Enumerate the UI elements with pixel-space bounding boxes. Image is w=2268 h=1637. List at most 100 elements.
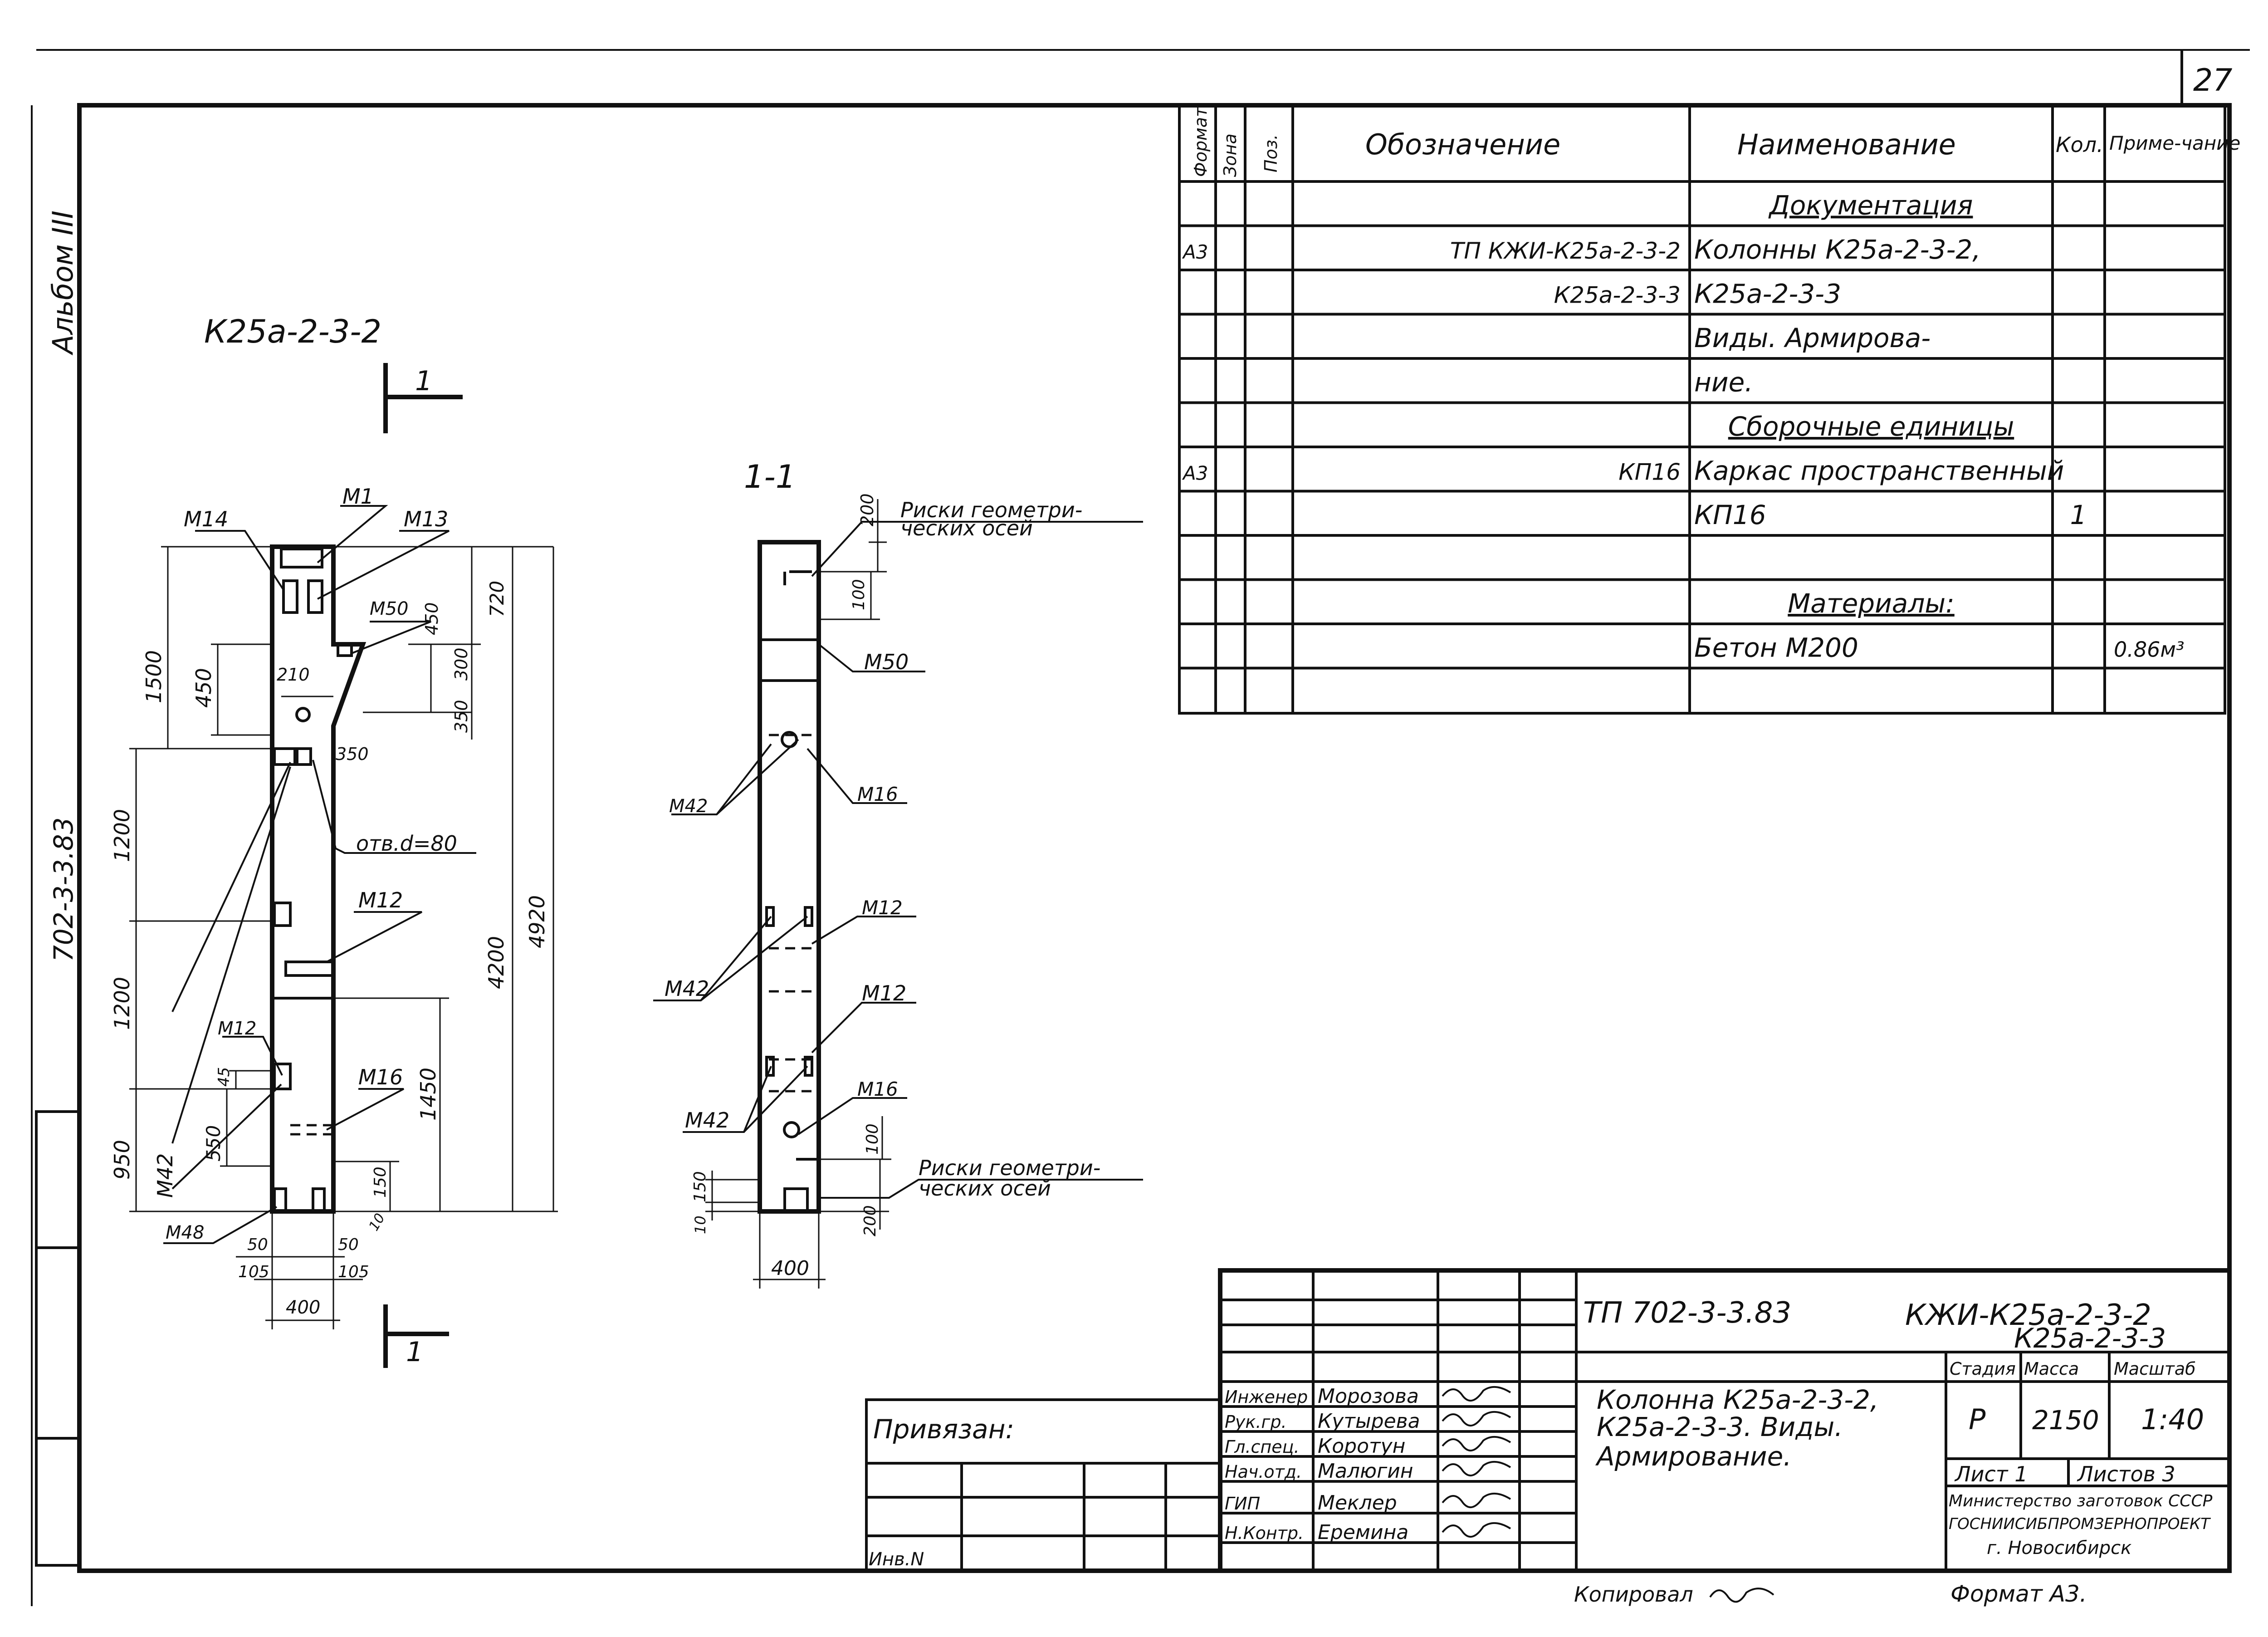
spec-cell-note: 0.86м³ — [2114, 637, 2185, 662]
embedded-m48 — [312, 1187, 326, 1213]
org-name: Министерство заготовок СССР — [1949, 1492, 2213, 1510]
binding-label: Привязан: — [873, 1414, 1014, 1445]
document-code: КЖИ-К25а-2-3-2 — [1905, 1299, 2151, 1332]
copied-label: Копировал — [1574, 1582, 1693, 1607]
signature — [1442, 1436, 1511, 1451]
embedded-part — [296, 747, 312, 766]
spec-table: Формат Зона Поз. Обозначение Наименовани… — [1178, 104, 2240, 715]
embedded-m42 — [765, 906, 775, 927]
spec-cell-designation: ТП КЖИ-К25а-2-3-2 — [1450, 238, 1681, 264]
dim-400: 400 — [286, 1297, 320, 1318]
dim-45: 45 — [215, 1067, 233, 1087]
section-leader-lines — [653, 521, 1143, 1199]
dim-200: 200 — [861, 1205, 880, 1236]
dim-1200: 1200 — [110, 809, 134, 862]
label-m42: М42 — [665, 976, 709, 1001]
signature — [1442, 1386, 1511, 1402]
dim-1200: 1200 — [110, 977, 134, 1030]
spec-cell-name: КП16 — [1694, 500, 1766, 530]
section-outline — [758, 540, 821, 1214]
spec-cell-name: Колонны К25а-2-3-2, — [1694, 234, 1981, 265]
label-m12: М12 — [358, 888, 403, 912]
column-outline — [270, 544, 367, 1214]
drawing-description: К25а-2-3-3. Виды. — [1597, 1412, 1843, 1442]
label-m14: М14 — [184, 507, 228, 531]
dim-105: 105 — [238, 1263, 269, 1281]
dim-10: 10 — [366, 1211, 388, 1234]
role-name: Еремина — [1318, 1521, 1408, 1544]
signature — [1442, 1411, 1511, 1426]
scale-value: 1:40 — [2141, 1403, 2204, 1436]
sheets-label: Листов 3 — [2077, 1462, 2175, 1486]
signature — [1442, 1522, 1511, 1538]
column-elevation: К25а-2-3-2 1 1 — [110, 313, 558, 1368]
embedded-m48 — [273, 1187, 287, 1213]
signature — [1442, 1461, 1511, 1476]
section-cut-top — [383, 363, 463, 433]
section-1-1: 1-1 — [653, 458, 1143, 1289]
org-name: ГОСНИИСИБПРОМЗЕРНОПРОЕКТ — [1949, 1515, 2211, 1533]
mass-label: Масса — [2024, 1359, 2079, 1379]
dim-50: 50 — [247, 1235, 268, 1254]
spec-cell-designation: К25а-2-3-3 — [1554, 282, 1681, 309]
spec-header-qty: Кол. — [2056, 132, 2103, 157]
dim-350: 350 — [336, 744, 369, 764]
spec-header-pos: Поз. — [1261, 134, 1281, 172]
label-m16: М16 — [857, 1078, 898, 1100]
spec-header-designation: Обозначение — [1365, 128, 1560, 161]
document-code-2: К25а-2-3-3 — [2014, 1323, 2166, 1354]
dim-450: 450 — [422, 602, 442, 635]
dim-4920: 4920 — [525, 895, 549, 948]
dim-350: 350 — [451, 700, 471, 733]
section-cut-label: 1 — [406, 1336, 423, 1368]
spec-header-format: Формат — [1191, 106, 1211, 177]
axis-risk-label: Риски геометри- — [919, 1156, 1100, 1180]
embedded-m42 — [804, 1056, 813, 1077]
dim-150: 150 — [371, 1166, 390, 1198]
label-m48: М48 — [166, 1222, 204, 1243]
dimension-lines — [129, 546, 558, 1329]
spec-header-zone: Зона — [1220, 133, 1240, 177]
label-m1: М1 — [342, 484, 374, 509]
title-block: ТП 702-3-3.83 КЖИ-К25а-2-3-2 К25а-2-3-3 … — [1218, 1268, 2232, 1573]
hole-d80 — [295, 707, 311, 722]
embedded-plate-m14 — [282, 579, 298, 614]
binding-box: Привязан: Инв.N — [865, 1398, 1222, 1572]
spec-cell-name: Документация — [1768, 190, 1973, 221]
embedded-m42 — [804, 906, 813, 927]
signature — [1442, 1492, 1511, 1508]
label-m12: М12 — [218, 1018, 256, 1039]
section-dimension-lines — [705, 499, 891, 1289]
spec-header-note: Приме-чание — [2109, 132, 2240, 154]
embedded-plate-bottom — [783, 1187, 809, 1213]
spec-cell-name: ние. — [1694, 367, 1753, 398]
sheet-label: Лист 1 — [1954, 1462, 2028, 1486]
role-name: Кутырева — [1318, 1410, 1420, 1433]
axis-risk-label: Риски геометри- — [900, 498, 1082, 522]
label-m16: М16 — [857, 783, 898, 805]
role-label: ГИП — [1225, 1494, 1260, 1514]
dim-10: 10 — [692, 1215, 709, 1234]
scale-label: Масштаб — [2114, 1359, 2196, 1379]
mass-value: 2150 — [2032, 1405, 2099, 1436]
embedded-plate-m12 — [284, 961, 335, 977]
dim-400: 400 — [771, 1257, 809, 1280]
spec-cell-qty: 1 — [2070, 500, 2087, 530]
spec-table-frame — [1178, 104, 2226, 715]
label-m42: М42 — [669, 796, 708, 817]
dim-1500: 1500 — [142, 650, 166, 703]
role-name: Меклер — [1318, 1491, 1397, 1514]
elevation-title: К25а-2-3-2 — [204, 313, 381, 350]
margin-stamp-box — [35, 1110, 81, 1567]
embedded-plate-m50 — [337, 643, 353, 657]
label-hole: отв.d=80 — [356, 831, 457, 856]
embedded-plate-m1 — [280, 548, 323, 569]
copier-signature — [1709, 1588, 1774, 1603]
title-block-frame — [1218, 1268, 2232, 1573]
leader-lines — [163, 505, 476, 1244]
embedded-m42 — [765, 1056, 775, 1077]
dim-550: 550 — [202, 1125, 225, 1162]
sheet-number: 27 — [2193, 63, 2233, 98]
spec-cell-name: Сборочные единицы — [1728, 411, 2014, 442]
